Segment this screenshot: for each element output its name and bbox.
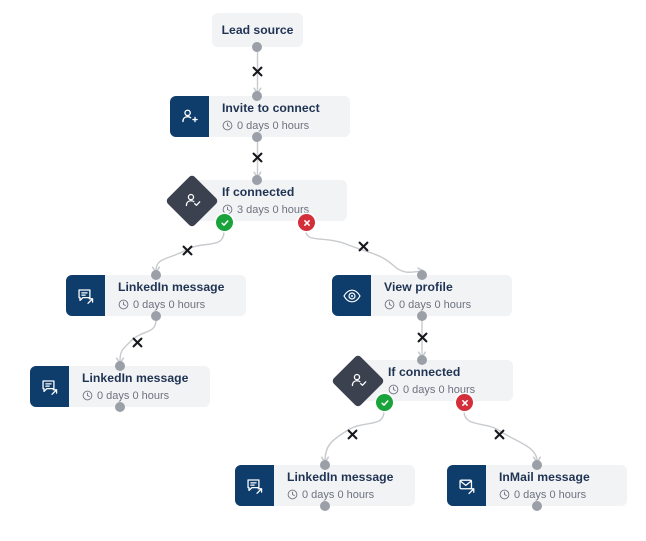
clock-icon [82, 390, 93, 401]
node-linkedin-message-1-delay: 0 days 0 hours [118, 298, 234, 312]
handle-if-connected-2-top[interactable] [417, 355, 427, 365]
person-check-icon [349, 371, 368, 390]
node-linkedin-message-3-delay-text: 0 days 0 hours [302, 488, 375, 501]
handle-linkedin-2-bottom[interactable] [115, 402, 125, 412]
node-inmail-message-delay: 0 days 0 hours [499, 488, 615, 502]
condition-diamond-1 [165, 173, 219, 228]
handle-inmail-bottom[interactable] [532, 501, 542, 511]
node-view-profile-title: View profile [384, 279, 453, 294]
person-check-icon [183, 191, 202, 210]
node-if-connected-1-title: If connected [222, 184, 295, 199]
xmark-viewprofile-to-ifconnected2[interactable] [416, 331, 429, 344]
node-linkedin-message-2[interactable]: LinkedIn message 0 days 0 hours [30, 366, 210, 407]
chat-arrow-icon [235, 465, 274, 506]
node-linkedin-message-1-delay-text: 0 days 0 hours [133, 298, 206, 311]
branch-badge-if-connected-1-yes[interactable] [216, 214, 233, 231]
close-icon [303, 219, 310, 226]
chat-arrow-icon [66, 275, 105, 316]
check-icon [380, 399, 388, 406]
condition-diamond-2 [331, 353, 385, 408]
node-invite-to-connect-delay: 0 days 0 hours [222, 119, 338, 133]
clock-icon [118, 299, 129, 310]
node-invite-to-connect[interactable]: Invite to connect 0 days 0 hours [170, 96, 350, 137]
node-if-connected-2-delay-text: 0 days 0 hours [403, 383, 476, 396]
clock-icon [388, 384, 399, 395]
clock-icon [222, 120, 233, 131]
node-linkedin-message-3-delay: 0 days 0 hours [287, 488, 403, 502]
node-lead-source-title: Lead source [221, 22, 294, 37]
check-icon [220, 219, 228, 226]
node-lead-source[interactable]: Lead source [212, 13, 303, 47]
node-linkedin-message-3-title: LinkedIn message [287, 469, 394, 484]
xmark-no1-to-viewprofile[interactable] [357, 240, 370, 253]
node-linkedin-message-2-delay-text: 0 days 0 hours [97, 389, 170, 402]
xmark-yes1-to-linkedin1[interactable] [181, 244, 194, 257]
node-if-connected-2[interactable]: If connected 0 days 0 hours [331, 353, 513, 408]
branch-badge-if-connected-1-no[interactable] [298, 214, 315, 231]
branch-badge-if-connected-2-no[interactable] [456, 394, 473, 411]
node-if-connected-1-delay-text: 3 days 0 hours [237, 203, 310, 216]
handle-linkedin-2-top[interactable] [115, 361, 125, 371]
node-if-connected-2-delay: 0 days 0 hours [388, 383, 501, 397]
handle-lead-source-bottom[interactable] [252, 42, 262, 52]
eye-icon [332, 275, 371, 316]
close-icon [461, 399, 468, 406]
node-view-profile-delay: 0 days 0 hours [384, 298, 500, 312]
xmark-no2-to-inmail[interactable] [493, 428, 506, 441]
handle-linkedin-1-top[interactable] [151, 270, 161, 280]
node-invite-to-connect-title: Invite to connect [222, 100, 320, 115]
xmark-invite-to-ifconnected[interactable] [251, 151, 264, 164]
clock-icon [384, 299, 395, 310]
branch-badge-if-connected-2-yes[interactable] [376, 394, 393, 411]
handle-invite-bottom[interactable] [252, 132, 262, 142]
node-invite-to-connect-delay-text: 0 days 0 hours [237, 119, 310, 132]
handle-view-profile-bottom[interactable] [417, 311, 427, 321]
chat-arrow-icon [30, 366, 69, 407]
clock-icon [222, 204, 233, 215]
person-add-icon [170, 96, 209, 137]
node-linkedin-message-2-title: LinkedIn message [82, 370, 189, 385]
handle-linkedin-1-bottom[interactable] [151, 311, 161, 321]
clock-icon [287, 489, 298, 500]
node-if-connected-1[interactable]: If connected 3 days 0 hours [165, 173, 347, 228]
node-view-profile[interactable]: View profile 0 days 0 hours [332, 275, 512, 316]
node-linkedin-message-2-delay: 0 days 0 hours [82, 389, 198, 403]
node-if-connected-2-title: If connected [388, 364, 461, 379]
node-if-connected-1-delay: 3 days 0 hours [222, 203, 335, 217]
clock-icon [499, 489, 510, 500]
handle-invite-top[interactable] [252, 91, 262, 101]
handle-inmail-top[interactable] [532, 460, 542, 470]
node-linkedin-message-3[interactable]: LinkedIn message 0 days 0 hours [235, 465, 415, 506]
handle-linkedin-3-top[interactable] [320, 460, 330, 470]
handle-view-profile-top[interactable] [417, 270, 427, 280]
node-inmail-message-delay-text: 0 days 0 hours [514, 488, 587, 501]
node-inmail-message-title: InMail message [499, 469, 590, 484]
xmark-lead-to-invite[interactable] [251, 65, 264, 78]
xmark-linkedin1-to-linkedin2[interactable] [131, 336, 144, 349]
handle-if-connected-1-top[interactable] [252, 175, 262, 185]
node-linkedin-message-1-title: LinkedIn message [118, 279, 225, 294]
envelope-arrow-icon [447, 465, 486, 506]
node-linkedin-message-1[interactable]: LinkedIn message 0 days 0 hours [66, 275, 246, 316]
node-inmail-message[interactable]: InMail message 0 days 0 hours [447, 465, 627, 506]
node-view-profile-delay-text: 0 days 0 hours [399, 298, 472, 311]
handle-linkedin-3-bottom[interactable] [320, 501, 330, 511]
xmark-yes2-to-linkedin3[interactable] [346, 428, 359, 441]
